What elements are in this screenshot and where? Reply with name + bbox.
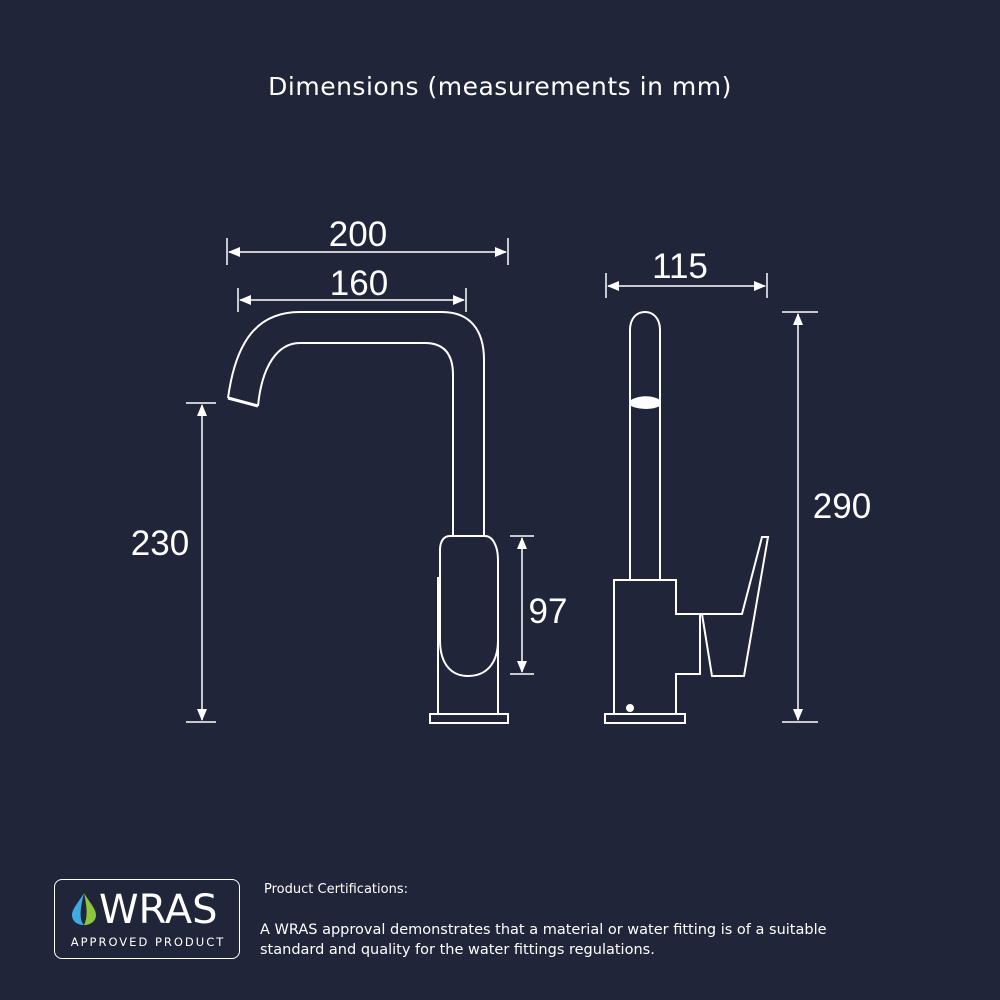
label-overall-height: 290 (813, 487, 871, 526)
wras-badge: WRAS APPROVED PRODUCT (54, 879, 240, 959)
water-drop-icon (72, 893, 96, 925)
label-spout-reach: 160 (330, 264, 388, 303)
side-screw (626, 704, 634, 712)
page-title: Dimensions (measurements in mm) (268, 72, 732, 101)
certification-heading: Product Certifications: (264, 882, 408, 897)
badge-word: WRAS (99, 887, 218, 933)
spout-tip (227, 396, 259, 408)
base-plate (429, 713, 509, 724)
side-spout (629, 310, 661, 580)
label-overall-reach: 200 (329, 215, 387, 254)
side-view-faucet (604, 310, 770, 724)
side-body (613, 579, 701, 715)
side-handle (700, 536, 770, 677)
handle-lever (439, 535, 499, 678)
side-aerator (630, 396, 661, 409)
spout-outline (227, 311, 485, 540)
front-view-faucet (227, 311, 509, 724)
side-base-plate (604, 713, 686, 724)
label-body-height: 97 (529, 592, 568, 631)
dimension-lines (186, 238, 818, 723)
label-spout-height: 230 (131, 524, 189, 563)
certification-body: A WRAS approval demonstrates that a mate… (260, 922, 827, 958)
badge-subtitle: APPROVED PRODUCT (70, 935, 226, 949)
spout-inner (257, 342, 454, 540)
label-side-depth: 115 (652, 247, 708, 286)
